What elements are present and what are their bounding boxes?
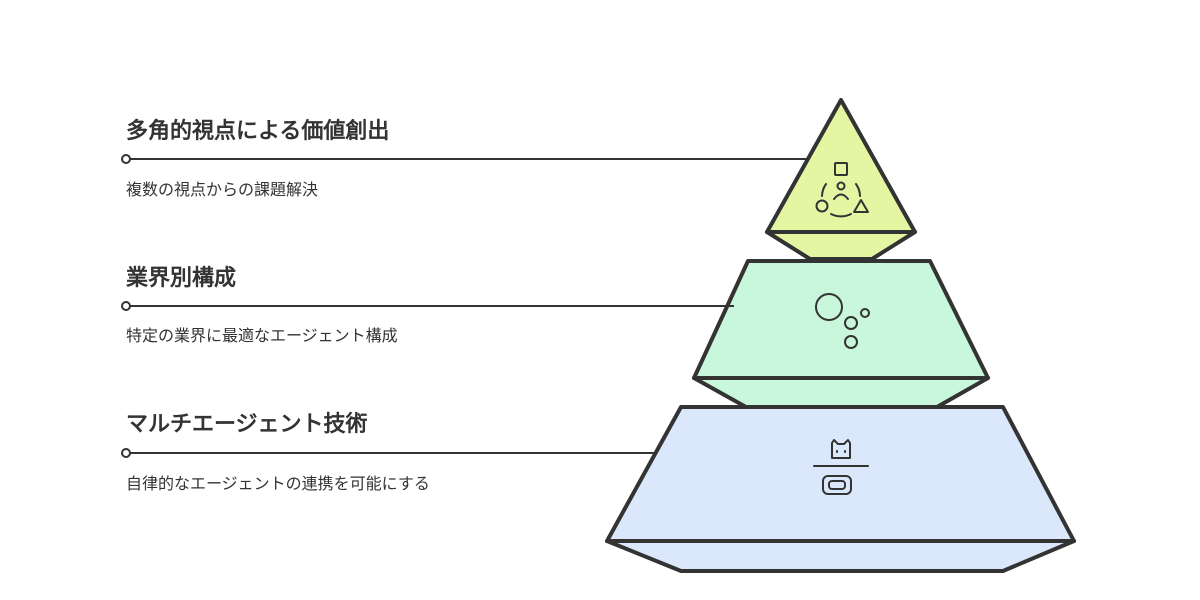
robots-icon bbox=[813, 439, 869, 495]
level-3-title: マルチエージェント技術 bbox=[126, 412, 368, 437]
connector-3-dot bbox=[121, 448, 131, 458]
pyramid-tier-2 bbox=[692, 259, 990, 409]
connector-1-dot bbox=[121, 154, 131, 164]
tier-1-fill bbox=[767, 100, 915, 232]
tier-1-base-fill bbox=[767, 232, 915, 259]
connector-2 bbox=[121, 301, 734, 311]
connector-3 bbox=[121, 448, 657, 458]
tier-3-fill bbox=[607, 407, 1074, 541]
tier-1-base-outline bbox=[765, 230, 917, 261]
tier-2-base-fill bbox=[694, 378, 988, 407]
connector-1 bbox=[121, 154, 808, 164]
connector-2-dot bbox=[121, 301, 131, 311]
level-2-title: 業界別構成 bbox=[126, 266, 237, 291]
bubbles-icon bbox=[815, 293, 870, 349]
level-1-title: 多角的視点による価値創出 bbox=[126, 119, 390, 144]
level-3-description: 自律的なエージェントの連携を可能にする bbox=[126, 474, 430, 493]
tier-3-base-outline bbox=[605, 539, 1076, 573]
perspectives-icon bbox=[815, 162, 869, 218]
level-2-description: 特定の業界に最適なエージェント構成 bbox=[126, 326, 398, 345]
level-1-description: 複数の視点からの課題解決 bbox=[126, 180, 319, 199]
pyramid-tier-1 bbox=[765, 98, 917, 261]
tier-2-fill bbox=[694, 261, 988, 378]
tier-2-base-outline bbox=[692, 376, 990, 409]
pyramid-tier-3 bbox=[605, 405, 1076, 573]
tier-3-base-fill bbox=[607, 541, 1074, 571]
